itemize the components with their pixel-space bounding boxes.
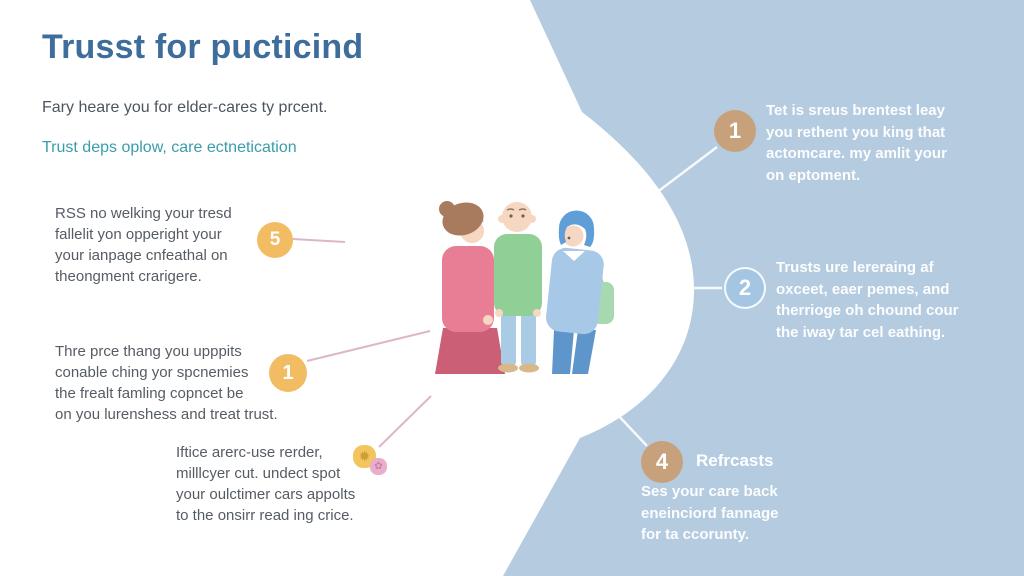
people-illustration (435, 201, 614, 374)
right-marker-4-number: 4 (655, 449, 669, 474)
right-marker-1-number: 1 (728, 118, 742, 143)
person-center-figure (494, 202, 542, 373)
left-marker-1-number: 1 (282, 361, 294, 384)
page-tagline: Trust deps oplow, care ectnetication (42, 139, 297, 156)
left-item-5-text: RSS no welking your tresd fallelit yon o… (55, 205, 232, 285)
left-item-note-text: Iftice arerc-use rerder, milllcyer cut. … (176, 444, 356, 524)
left-marker-1: 1 (269, 354, 307, 392)
page-title: Trusst for pucticind (42, 28, 364, 66)
right-marker-4: 4 (641, 441, 683, 483)
person-right-figure (546, 210, 614, 374)
person-left-figure (435, 201, 505, 374)
connector-lines (292, 146, 722, 448)
flower-yellow-glyph: ✹ (358, 448, 371, 464)
right-item-4-heading: Refrcasts (696, 451, 774, 470)
flower-pink-glyph: ✿ (374, 461, 383, 472)
right-item-4-text: Ses your care back eneinciord fannage fo… (641, 483, 779, 543)
right-item-2-text: Trusts ure lereraing af oxceet, eaer pem… (776, 259, 959, 341)
right-marker-1: 1 (714, 110, 756, 152)
right-marker-2: 2 (724, 267, 766, 309)
right-item-1-text: Tet is sreus brentest leay you rethent y… (766, 102, 947, 184)
left-item-1-text: Thre prce thang you upppits conable chin… (55, 343, 278, 423)
left-marker-5-number: 5 (269, 229, 281, 250)
right-marker-2-number: 2 (738, 275, 752, 300)
left-marker-5: 5 (257, 222, 293, 258)
flower-pink-icon: ✿ (370, 458, 387, 475)
page-subtitle: Fary heare you for elder-cares ty prcent… (42, 99, 328, 116)
